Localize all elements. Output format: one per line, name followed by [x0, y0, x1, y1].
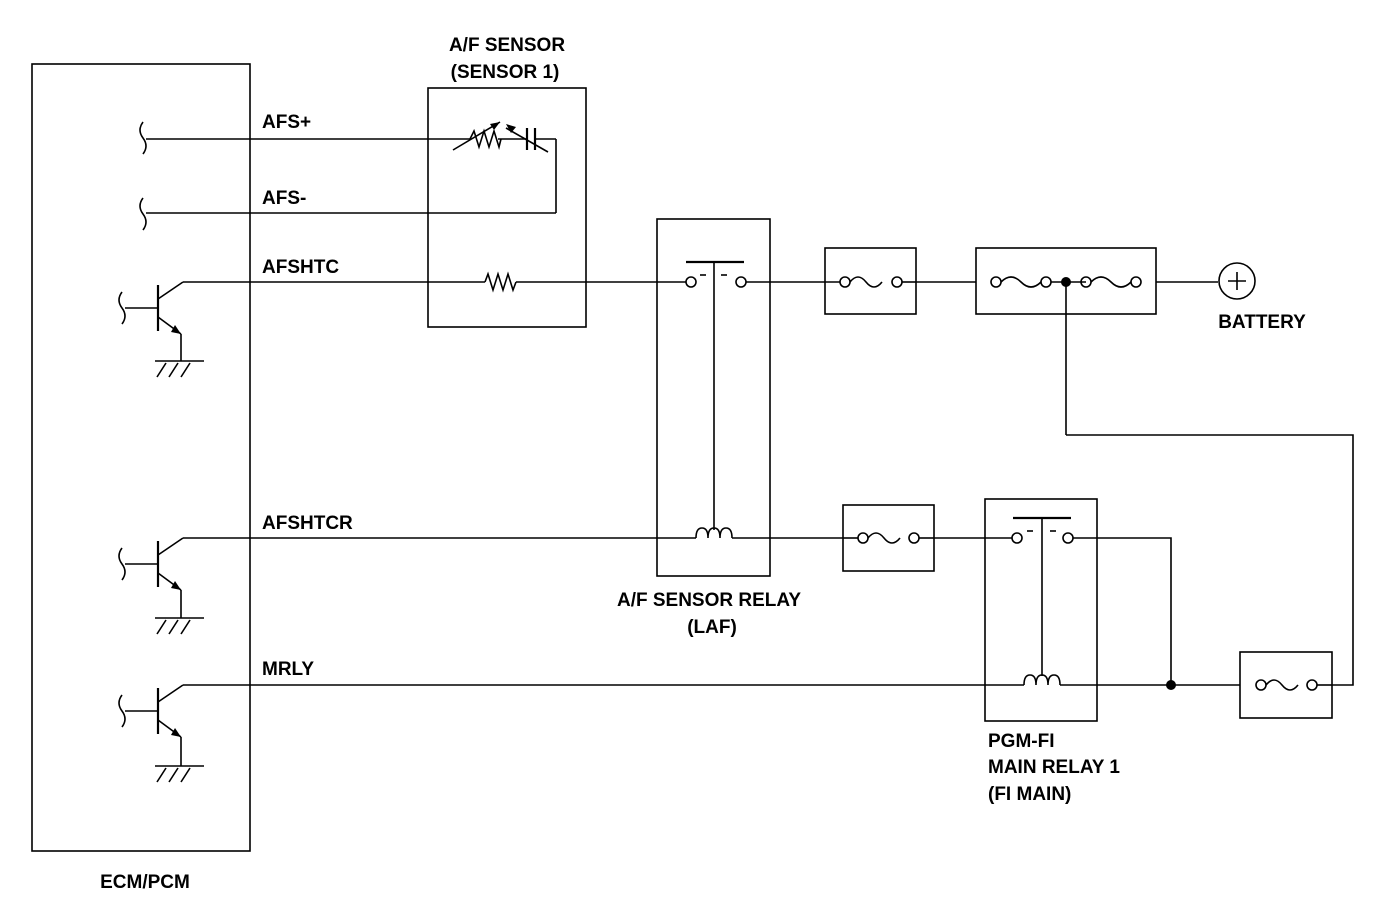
transistor-afshtcr — [118, 537, 204, 635]
afs-minus-label: AFS- — [262, 188, 306, 209]
afs-plus-label: AFS+ — [262, 112, 311, 133]
battery-label: BATTERY — [1218, 312, 1306, 333]
afshtc-label: AFSHTC — [262, 257, 339, 278]
af-sensor-label-line2: (SENSOR 1) — [451, 62, 560, 83]
mrly-circuit — [183, 680, 1240, 690]
af-relay-label-line2: (LAF) — [687, 617, 737, 638]
fuse-1 — [822, 247, 917, 315]
afs-plus-circuit — [139, 121, 557, 213]
fuse-2 — [975, 247, 1157, 435]
ecm-label: ECM/PCM — [100, 872, 190, 893]
battery-symbol — [1218, 262, 1256, 300]
af-relay-label-line1: A/F SENSOR RELAY — [617, 590, 801, 611]
fuse-4 — [1239, 651, 1333, 719]
afs-minus-circuit — [139, 197, 556, 231]
main-relay-contact — [1011, 516, 1074, 676]
fuse-3 — [842, 504, 935, 572]
af-sensor-box — [427, 87, 587, 328]
transistor-afshtc — [118, 281, 204, 378]
mrly-label: MRLY — [262, 659, 314, 680]
af-relay-contact — [685, 260, 747, 530]
afshtcr-circuit — [183, 537, 1172, 685]
main-relay-label-line1: PGM-FI — [988, 731, 1055, 752]
af-relay-coil — [695, 527, 733, 539]
afshtcr-label: AFSHTCR — [262, 513, 353, 534]
ecm-box — [31, 63, 251, 852]
transistor-mrly — [118, 684, 204, 783]
main-relay-label-line3: (FI MAIN) — [988, 784, 1071, 805]
af-relay-box — [656, 218, 771, 577]
battery-feed-wire — [1066, 434, 1354, 686]
main-relay-coil — [1023, 674, 1061, 686]
main-relay-label-line2: MAIN RELAY 1 — [988, 757, 1120, 778]
af-sensor-label-line1: A/F SENSOR — [449, 35, 565, 56]
main-relay-box — [984, 498, 1098, 722]
